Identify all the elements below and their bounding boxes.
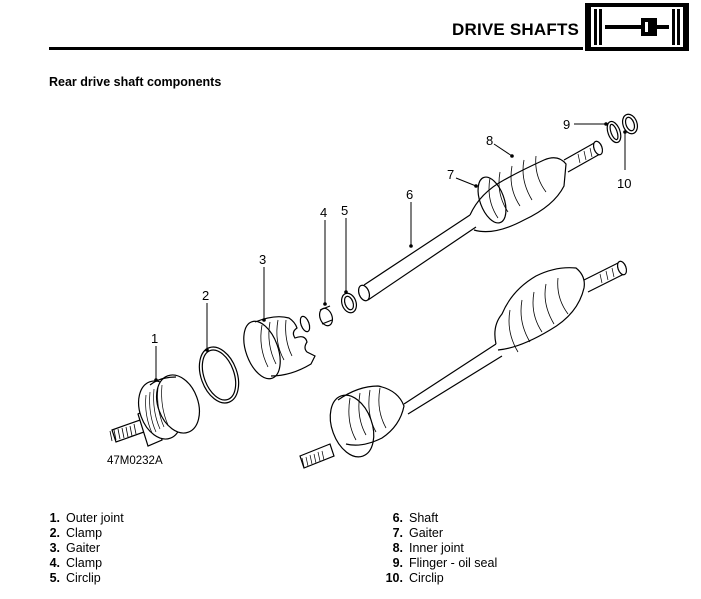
legend-label: Clamp xyxy=(66,556,103,570)
legend-label: Circlip xyxy=(66,571,101,585)
clamp-drawing xyxy=(198,346,240,404)
callout-4: 4 xyxy=(320,205,327,220)
legend-label: Shaft xyxy=(409,511,439,525)
legend-number: 3. xyxy=(49,541,60,555)
callout-5: 5 xyxy=(341,203,348,218)
legend-item: 1. Outer joint xyxy=(32,511,124,526)
drive-shaft-icon xyxy=(585,3,689,51)
legend-item: 6. Shaft xyxy=(375,511,497,526)
callout-2: 2 xyxy=(202,288,209,303)
legend-number: 5. xyxy=(49,571,60,585)
callout-10: 10 xyxy=(617,176,631,191)
shaft-assembly-drawing xyxy=(357,140,604,302)
circlip-end-drawing xyxy=(621,113,639,135)
callout-7: 7 xyxy=(447,167,454,182)
gaiter-outer-drawing xyxy=(243,315,316,380)
callout-8: 8 xyxy=(486,133,493,148)
legend-number: 9. xyxy=(392,556,403,570)
legend-label: Flinger - oil seal xyxy=(409,556,498,570)
assembled-drive-shaft-drawing xyxy=(299,260,628,469)
legend-label: Gaiter xyxy=(66,541,101,555)
outer-joint-drawing xyxy=(109,374,201,447)
legend-label: Circlip xyxy=(409,571,444,585)
callout-9: 9 xyxy=(563,117,570,132)
legend-item: 2. Clamp xyxy=(32,526,124,541)
legend-number: 7. xyxy=(392,526,403,540)
legend-number: 10. xyxy=(385,571,403,585)
section-title: Rear drive shaft components xyxy=(49,75,222,89)
legend-number: 2. xyxy=(49,526,60,540)
legend-item: 9. Flinger - oil seal xyxy=(375,556,498,571)
legend-label: Outer joint xyxy=(66,511,124,525)
figure-reference-code: 47M0232A xyxy=(107,455,163,467)
legend-item: 5. Circlip xyxy=(32,571,124,586)
legend-item: 4. Clamp xyxy=(32,556,124,571)
legend-number: 8. xyxy=(392,541,403,555)
header-rule xyxy=(49,47,583,50)
legend-number: 6. xyxy=(392,511,403,525)
callout-3: 3 xyxy=(259,252,266,267)
legend-item: 7. Gaiter xyxy=(375,526,497,541)
legend-label: Gaiter xyxy=(409,526,444,540)
legend-number: 4. xyxy=(49,556,60,570)
legend-number: 1. xyxy=(49,511,60,525)
callout-6: 6 xyxy=(406,187,413,202)
page-title: DRIVE SHAFTS xyxy=(452,20,580,39)
legend-left: 1. Outer joint 2. Clamp 3. Gaiter 4. Clamp 5… xyxy=(32,511,124,586)
legend-item: 10. Circlip xyxy=(375,571,497,586)
legend-right: 6. Shaft 7. Gaiter 8. Inner joint 9. Flinger… xyxy=(375,511,498,586)
callout-1: 1 xyxy=(151,331,158,346)
legend-label: Inner joint xyxy=(409,541,464,555)
legend-item: 8. Inner joint xyxy=(375,541,497,556)
legend-label: Clamp xyxy=(66,526,103,540)
circlip-drawing xyxy=(340,292,358,314)
legend-item: 3. Gaiter xyxy=(32,541,124,556)
